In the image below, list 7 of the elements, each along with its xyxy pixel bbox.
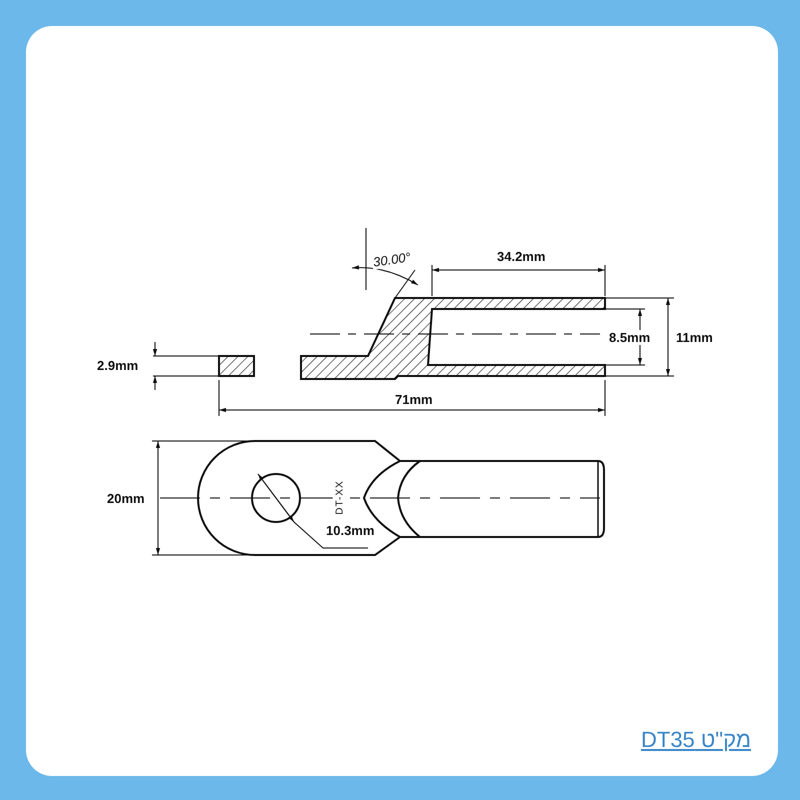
dimension-label: 20mm xyxy=(106,491,146,506)
dimension-label: 11mm xyxy=(675,330,714,345)
dimension-label: 8.5mm xyxy=(608,330,652,345)
dimension-label: 2.9mm xyxy=(96,358,140,373)
dimension-label: 10.3mm xyxy=(325,523,376,538)
dimension-label: 34.2mm xyxy=(496,249,546,264)
dimension-label: 71mm xyxy=(394,392,434,407)
